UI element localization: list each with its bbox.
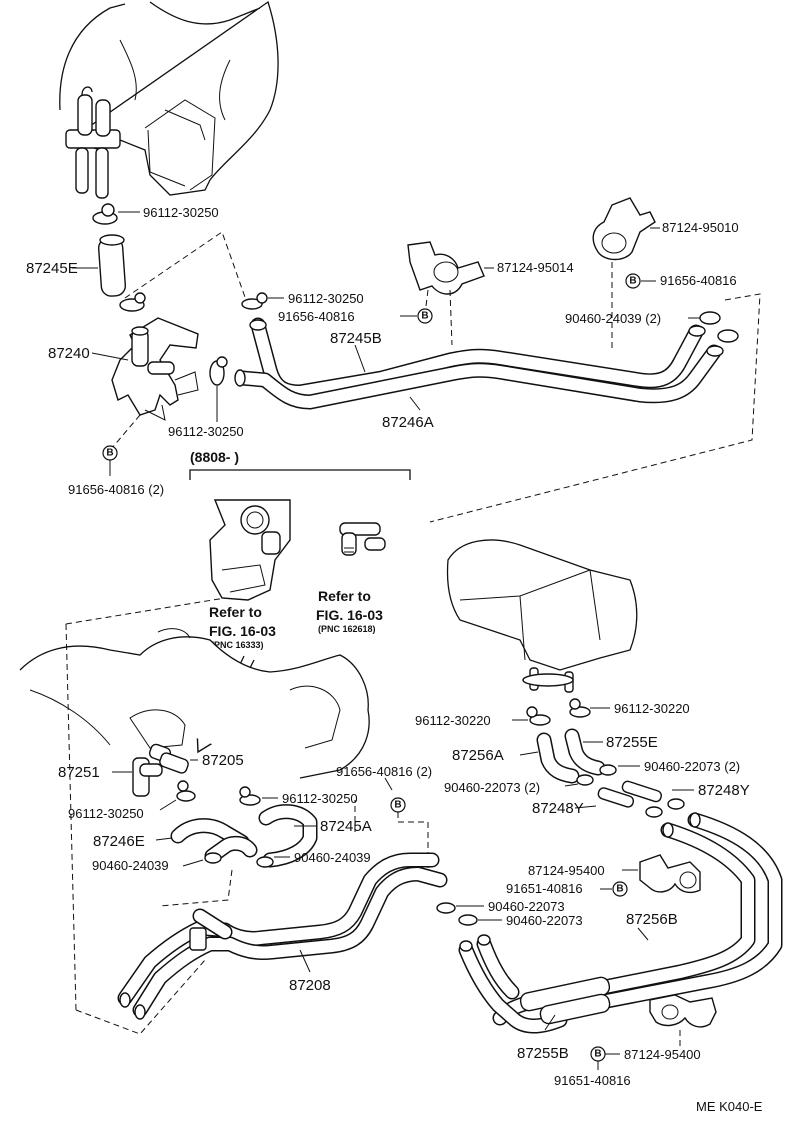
refer-text-2a: Refer to [318, 588, 371, 604]
date-code-label: (8808- ) [190, 449, 239, 465]
hose-clip-low2: 96112-30250 [239, 786, 358, 806]
refer-text-1a: Refer to [209, 604, 262, 620]
hose-87245e: 87245E [26, 234, 127, 297]
part-label-87205: 87205 [202, 752, 244, 769]
part-label-91656-40816-b: 91656-40816 [660, 273, 737, 288]
part-label-90460-22073-2a: 90460-22073 (2) [644, 759, 740, 774]
part-label-90460-22073-2b: 90460-22073 (2) [444, 780, 540, 795]
part-label-87246e: 87246E [93, 833, 145, 850]
engine-lower-outline [19, 597, 370, 1011]
hose-87245a: 87245A [258, 804, 372, 868]
engine-top-outline [59, 0, 279, 196]
part-label-87124-95400-b: 87124-95400 [624, 1047, 701, 1062]
part-label-87256b: 87256B [626, 911, 678, 928]
clamp-87124-95400-lower: 87124-95400 [605, 994, 717, 1062]
part-label-90460-24039-2: 90460-24039 (2) [565, 311, 661, 326]
part-label-87245a: 87245A [320, 818, 372, 835]
pipe-87208: 87208 [117, 852, 448, 1020]
part-label-91651-40816-a: 91651-40816 [506, 881, 583, 896]
part-label-91656-40816-2: 91656-40816 (2) [68, 482, 164, 497]
hose-clip-mid: 96112-30250 [241, 291, 364, 310]
part-label-96112-30250-e: 96112-30250 [282, 791, 358, 806]
lower-right-pipe-assembly: 87256B 87255B [458, 812, 783, 1062]
water-valve-87240: 87240 [48, 317, 199, 421]
part-label-90460-24039-a: 90460-24039 [92, 858, 169, 873]
fitting-87205: 87205 [148, 743, 244, 774]
part-label-91656-40816-a: 91656-40816 [278, 309, 355, 324]
part-label-87245e: 87245E [26, 260, 78, 277]
bolt-marker-b-4: B [390, 797, 406, 813]
part-label-87251: 87251 [58, 764, 100, 781]
hose-clamp-low: 90460-24039 90460-24039 [92, 850, 371, 873]
hoses-87256a-87255e: 87256A 87255E [452, 728, 658, 784]
bolt-marker-b-1: B [102, 445, 118, 461]
svg-text:B: B [421, 311, 428, 322]
water-valve-top [65, 86, 121, 199]
part-label-87246a: 87246A [382, 414, 434, 431]
part-label-90460-24039-b: 90460-24039 [294, 850, 371, 865]
part-label-87124-95400-a: 87124-95400 [528, 863, 605, 878]
bolt-marker-b-5: B [612, 881, 628, 897]
part-label-90460-22073-b: 90460-22073 [506, 913, 583, 928]
svg-text:B: B [106, 448, 113, 459]
part-label-87255e: 87255E [606, 734, 658, 751]
hose-clip-96112-30220: 96112-30220 96112-30220 [415, 698, 690, 728]
part-label-96112-30220-b: 96112-30220 [614, 701, 690, 716]
hose-clip-87251 [159, 780, 196, 811]
hose-clip-87245e-lower [119, 292, 146, 312]
part-label-87124-95010: 87124-95010 [662, 220, 739, 235]
part-label-96112-30250-b: 96112-30250 [168, 424, 244, 439]
clamp-87124-95400-upper: 87124-95400 [528, 854, 701, 894]
part-label-87255b: 87255B [517, 1045, 569, 1062]
water-outlet-housing [209, 499, 291, 601]
bolt-marker-b-3: B [625, 273, 641, 289]
diagram-code: ME K040-E [696, 1099, 763, 1114]
part-label-87240: 87240 [48, 345, 90, 362]
part-label-87248y-b: 87248Y [698, 782, 750, 799]
part-label-91651-40816-b: 91651-40816 [554, 1073, 631, 1088]
upper-pipe-assembly: 87245B 87246A [234, 317, 724, 431]
hose-clamp-90460-24039-pair: 90460-24039 (2) [565, 311, 739, 343]
hose-clamps-90460-22073: 90460-22073 (2) 90460-22073 (2) [444, 759, 740, 795]
clamp-87124-95010: 87124-95010 [592, 197, 739, 348]
refer-text-1c: (PNC 16333) [211, 640, 264, 650]
hose-clip-top: 96112-30250 [92, 203, 219, 225]
refer-text-2c: (PNC 162618) [318, 624, 376, 634]
hose-clip-valve: 96112-30250 [168, 356, 244, 439]
part-label-96112-30250: 96112-30250 [143, 205, 219, 220]
part-label-87124-95014: 87124-95014 [497, 260, 574, 275]
part-label-87248y-a: 87248Y [532, 800, 584, 817]
svg-text:B: B [394, 800, 401, 811]
part-label-91656-40816-2b: 91656-40816 (2) [336, 764, 432, 779]
hose-clamp-90460-22073-single: 90460-22073 90460-22073 [436, 899, 583, 928]
part-label-96112-30220-a: 96112-30220 [415, 713, 491, 728]
union-fitting [339, 522, 386, 556]
part-label-90460-22073-a: 90460-22073 [488, 899, 565, 914]
refer-text-2b: FIG. 16-03 [316, 607, 383, 623]
svg-text:B: B [616, 884, 623, 895]
part-label-87208: 87208 [289, 977, 331, 994]
part-label-87256a: 87256A [452, 747, 504, 764]
hose-87246e: 87246E [93, 818, 258, 864]
svg-text:B: B [594, 1049, 601, 1060]
elbow-87251: 87251 [58, 757, 163, 797]
svg-text:B: B [629, 276, 636, 287]
bolt-marker-b-6: B [590, 1046, 606, 1062]
pipe-87248y: 87248Y 87248Y [532, 780, 750, 818]
part-label-87245b: 87245B [330, 330, 382, 347]
part-label-96112-30250-d: 96112-30250 [68, 806, 144, 821]
heater-unit [446, 539, 638, 693]
refer-text-1b: FIG. 16-03 [209, 623, 276, 639]
bolt-marker-b-2: B [417, 308, 433, 324]
clamp-87124-95014: 87124-95014 [407, 241, 574, 346]
part-label-96112-30250-c: 96112-30250 [288, 291, 364, 306]
